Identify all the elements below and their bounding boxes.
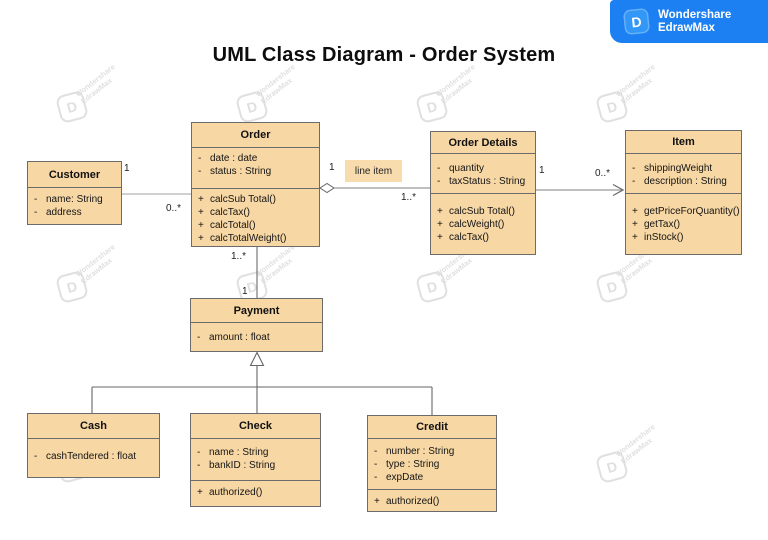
watermark-logo-icon: D [594,269,630,305]
member-row: -description : String [632,176,727,187]
class-cash[interactable]: Cash -cashTendered : float [27,413,160,478]
class-customer[interactable]: Customer -name: String -address [27,161,122,225]
open-arrowhead-icon [612,183,625,197]
watermark-logo-icon: D [234,89,270,125]
watermark-logo-icon: D [414,89,450,125]
methods-compartment: +authorized() [368,490,496,508]
member-row: +calcTotalWeight() [198,233,287,244]
class-item[interactable]: Item -shippingWeight -description : Strin… [625,130,742,255]
attributes-compartment: -amount : float [191,323,322,344]
class-order-details[interactable]: Order Details -quantity -taxStatus : Stri… [430,131,536,255]
watermark-logo-icon: D [594,89,630,125]
class-title: Check [191,414,320,439]
attributes-compartment: -date : date -status : String [192,148,319,189]
member-row: -date : date [198,153,258,164]
class-title: Customer [28,162,121,188]
aggregation-diamond-icon [319,182,335,194]
methods-compartment: +calcSub Total() +calcWeight() +calcTax() [431,194,535,244]
attributes-compartment: -number : String -type : String -expDate [368,439,496,490]
member-row: -shippingWeight [632,163,713,174]
class-payment[interactable]: Payment -amount : float [190,298,323,352]
member-row: +getPriceForQuantity() [632,206,740,217]
page-title: UML Class Diagram - Order System [212,44,556,66]
watermark-logo-icon: D [54,269,90,305]
brand-name: Wondershare EdrawMax [658,8,732,34]
member-row: -status : String [198,166,272,177]
member-row: -type : String [374,459,440,470]
member-row: -bankID : String [197,460,276,471]
watermark-logo-icon: D [414,269,450,305]
class-title: Cash [28,414,159,439]
multiplicity-item-left: 0..* [595,168,611,179]
member-row: -address [34,207,82,218]
class-check[interactable]: Check -name : String -bankID : String +au… [190,413,321,507]
class-title: Order Details [431,132,535,154]
member-row: -cashTendered : float [34,451,137,462]
member-row: -name: String [34,194,103,205]
member-row: +authorized() [374,496,440,507]
multiplicity-details-agg: 1..* [401,192,417,203]
generalization-triangle-icon [249,351,265,367]
attributes-compartment: -name : String -bankID : String [191,439,320,481]
member-row: +calcTotal() [198,220,256,231]
member-row: +inStock() [632,232,684,243]
member-row: -expDate [374,472,424,483]
attributes-compartment: -quantity -taxStatus : String [431,154,535,194]
member-row: +calcTax() [437,232,490,243]
attributes-compartment: -name: String -address [28,188,121,219]
member-row: -amount : float [197,332,270,343]
attributes-compartment: -shippingWeight -description : String [626,154,741,194]
methods-compartment: +authorized() [191,481,320,499]
multiplicity-order: 0..* [166,203,182,214]
class-order[interactable]: Order -date : date -status : String +calc… [191,122,320,247]
member-row: +calcSub Total() [198,194,276,205]
member-row: -quantity [437,163,485,174]
association-label-line-item: line item [345,160,402,182]
watermark-logo-icon: D [54,89,90,125]
class-title: Credit [368,416,496,439]
edrawmax-logo-icon: D [622,7,651,36]
brand-badge[interactable]: D Wondershare EdrawMax [610,0,768,43]
class-title: Order [192,123,319,148]
methods-compartment: +getPriceForQuantity() +getTax() +inStock(… [626,194,741,244]
member-row: -number : String [374,446,455,457]
multiplicity-order-payment-top: 1..* [231,251,247,262]
member-row: +calcWeight() [437,219,505,230]
watermark-logo-icon: D [594,449,630,485]
member-row: +calcTax() [198,207,251,218]
multiplicity-customer: 1 [124,163,130,174]
member-row: -taxStatus : String [437,176,526,187]
member-row: +authorized() [197,487,263,498]
member-row: -name : String [197,447,269,458]
class-title: Item [626,131,741,154]
member-row: +getTax() [632,219,681,230]
multiplicity-order-agg: 1 [329,162,335,173]
methods-compartment: +calcSub Total() +calcTax() +calcTotal() +c… [192,189,319,245]
member-row: +calcSub Total() [437,206,515,217]
multiplicity-details-right: 1 [539,165,545,176]
attributes-compartment: -cashTendered : float [28,439,159,463]
multiplicity-order-payment-bottom: 1 [242,286,248,297]
class-credit[interactable]: Credit -number : String -type : String -ex… [367,415,497,512]
class-title: Payment [191,299,322,323]
